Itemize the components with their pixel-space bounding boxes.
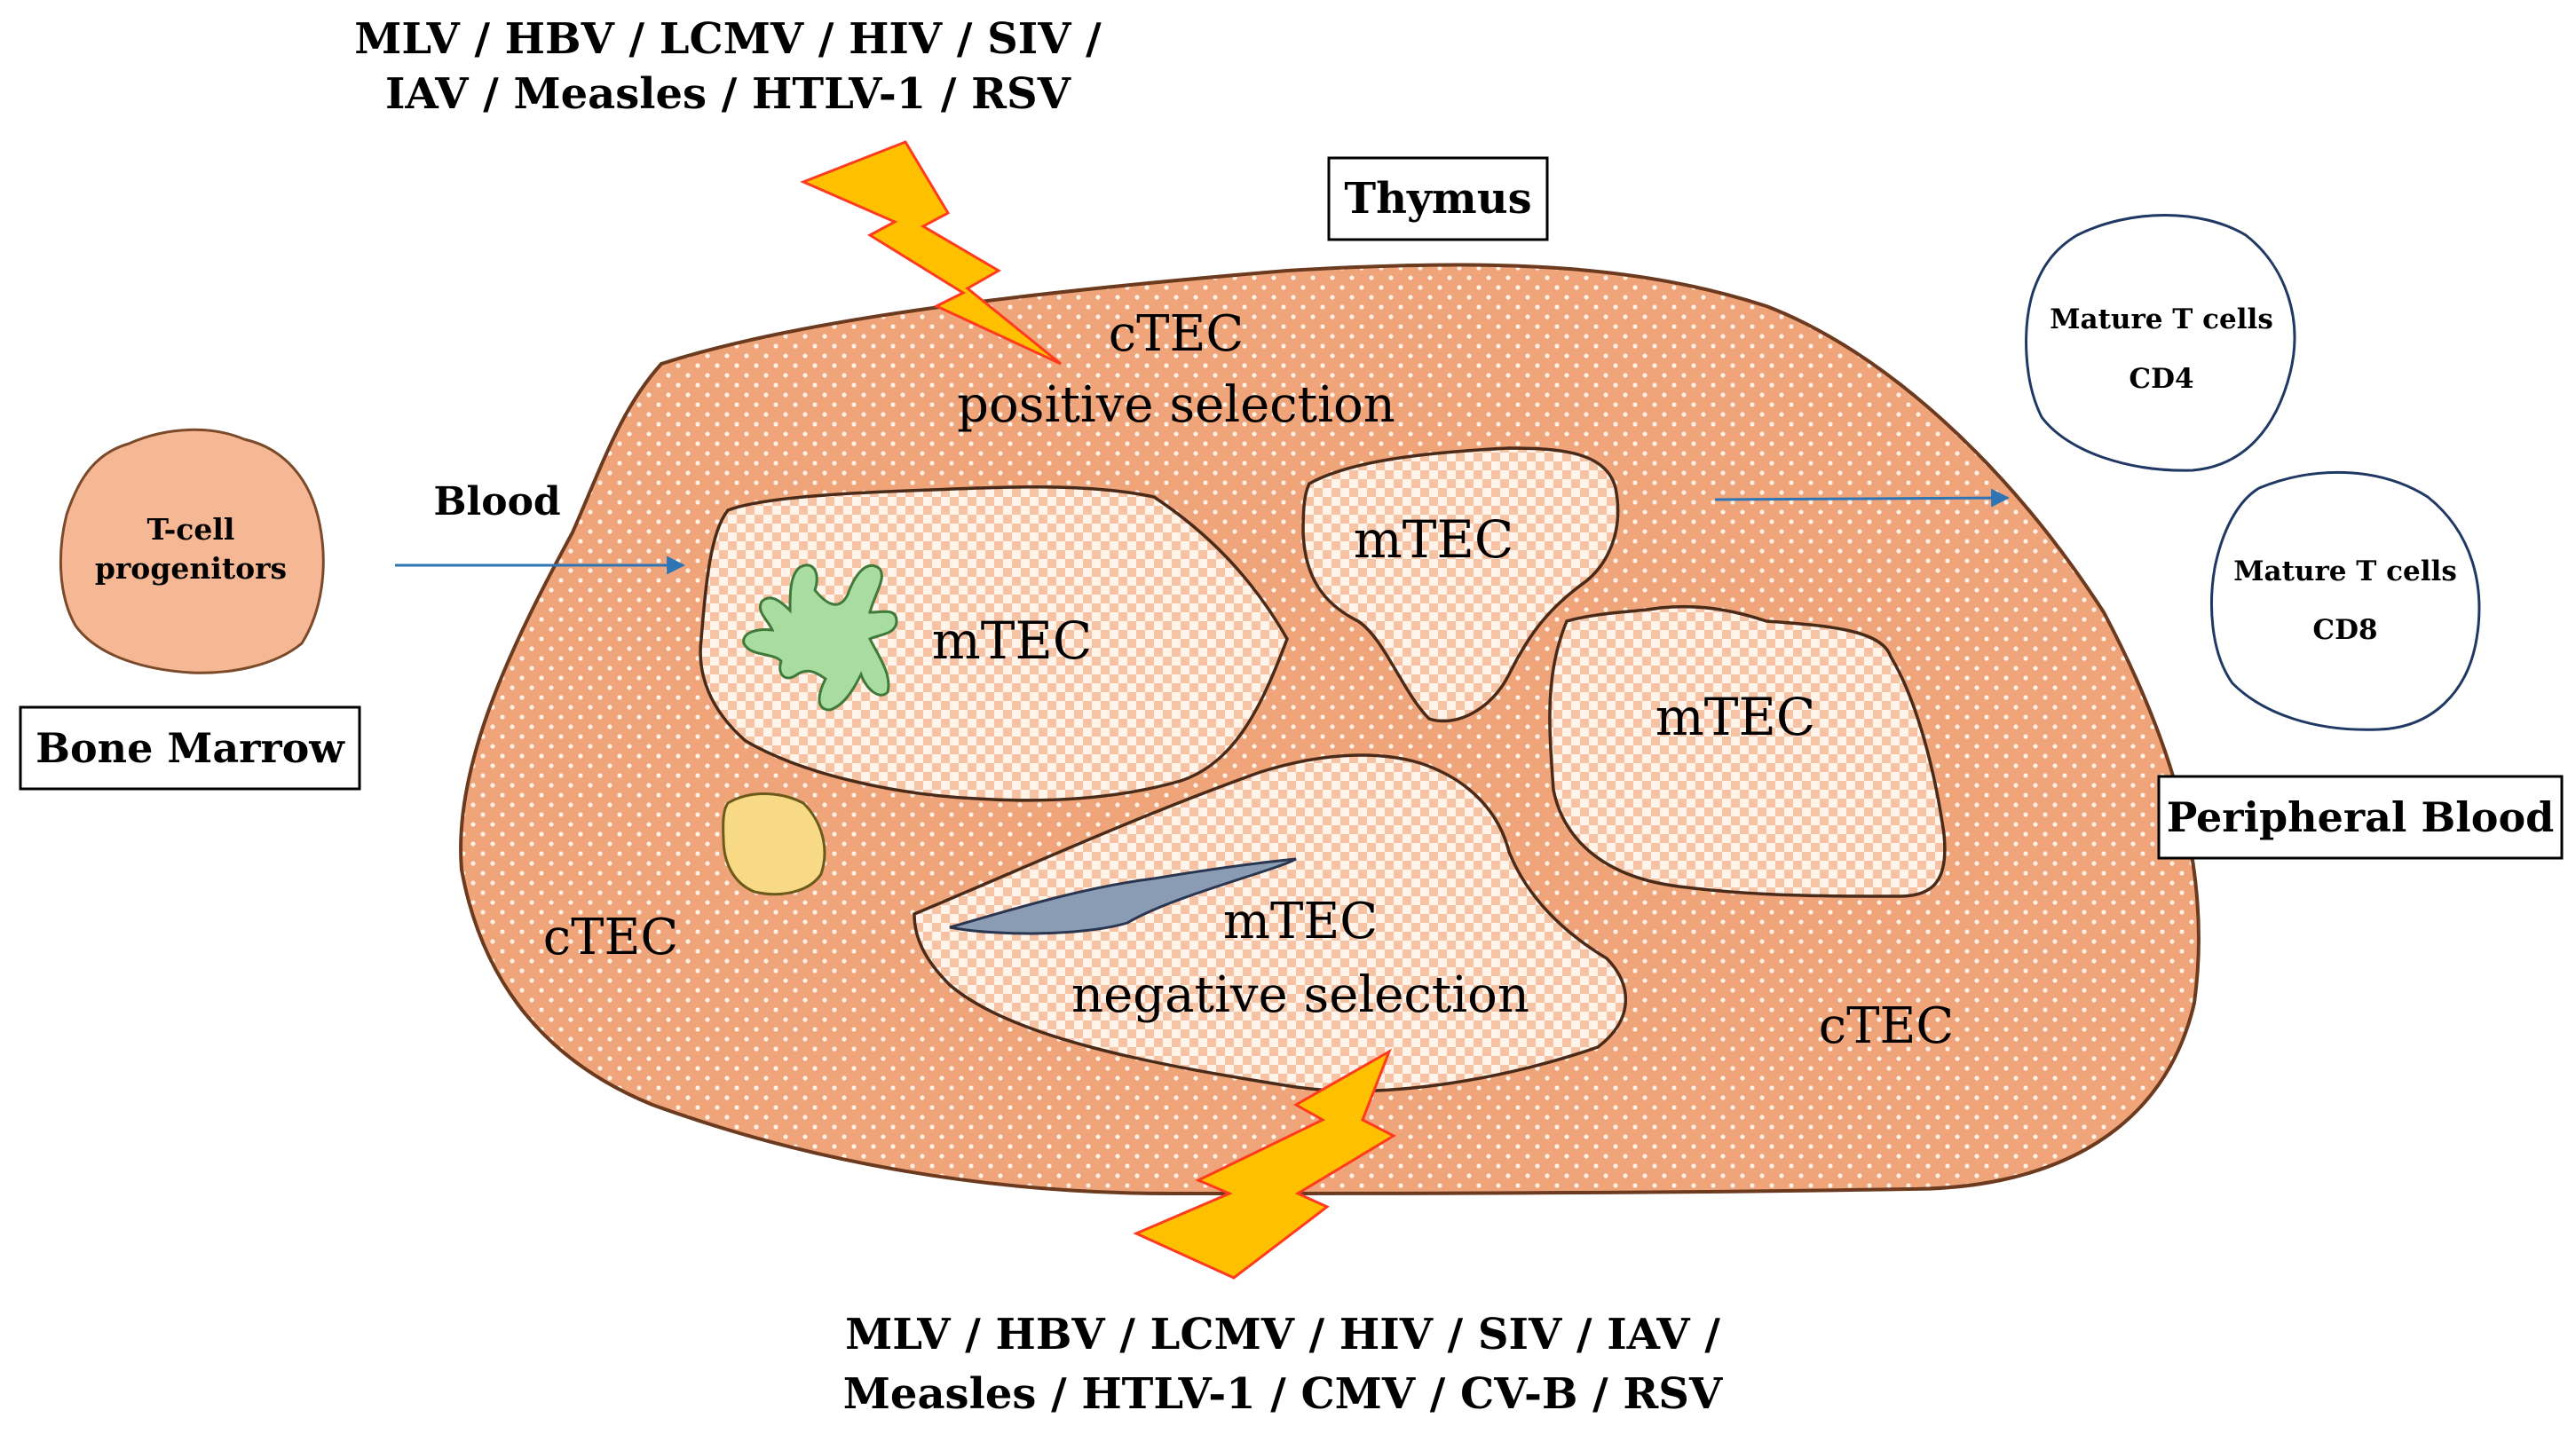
mtec-bottom-sublabel: negative selection [1071,966,1529,1024]
mtec-left-label: mTEC [932,611,1092,671]
blood-label: Blood [433,479,560,524]
cd4-label-line2: CD4 [2129,363,2193,395]
ctec-top-sublabel: positive selection [957,376,1395,434]
yellow-cell [722,792,826,896]
blood-arrow-out [1714,488,2011,508]
progenitor-label-line2: progenitors [95,551,287,586]
virus-list-top-line1: MLV / HBV / LCMV / HIV / SIV / [354,14,1102,64]
peripheral-blood-label: Peripheral Blood [2157,775,2564,860]
mature-t-cell-cd4 [2025,214,2296,472]
virus-list-bottom-line2: Measles / HTLV-1 / CMV / CV-B / RSV [843,1369,1723,1419]
blood-vessel [949,857,1297,935]
thymus-label-text: Thymus [1344,174,1531,224]
mtec-right-label: mTEC [1655,687,1815,747]
lightning-top-icon [800,140,1062,366]
lightning-bottom-icon [1133,1048,1397,1280]
virus-list-top-line2: IAV / Measles / HTLV-1 / RSV [385,69,1071,119]
thymus-label: Thymus [1327,156,1549,241]
progenitor-label-line1: T-cell [147,512,235,547]
mature-t-cell-cd8 [2210,470,2481,731]
virus-list-bottom-line1: MLV / HBV / LCMV / HIV / SIV / IAV / [845,1310,1720,1359]
mtec-bottom-label: mTEC [1223,893,1378,950]
dendritic-cell [742,563,898,712]
ctec-left-label: cTEC [543,909,678,966]
t-cell-progenitor-cell [59,428,325,674]
cd8-label-line2: CD8 [2312,614,2377,646]
bone-marrow-label-text: Bone Marrow [36,724,345,772]
mtec-lobe-left [699,485,1289,802]
cd4-label-line1: Mature T cells [2050,303,2273,335]
mtec-lobe-bottom [913,753,1627,1093]
mtec-lobe-center [1301,446,1620,723]
bone-marrow-label: Bone Marrow [19,705,361,791]
cd8-label-line1: Mature T cells [2233,555,2457,587]
peripheral-blood-label-text: Peripheral Blood [2167,793,2555,841]
ctec-right-label: cTEC [1819,997,1954,1055]
mtec-lobe-right [1548,604,1947,898]
ctec-top-label: cTEC [1109,305,1244,363]
mtec-center-label: mTEC [1354,509,1513,570]
